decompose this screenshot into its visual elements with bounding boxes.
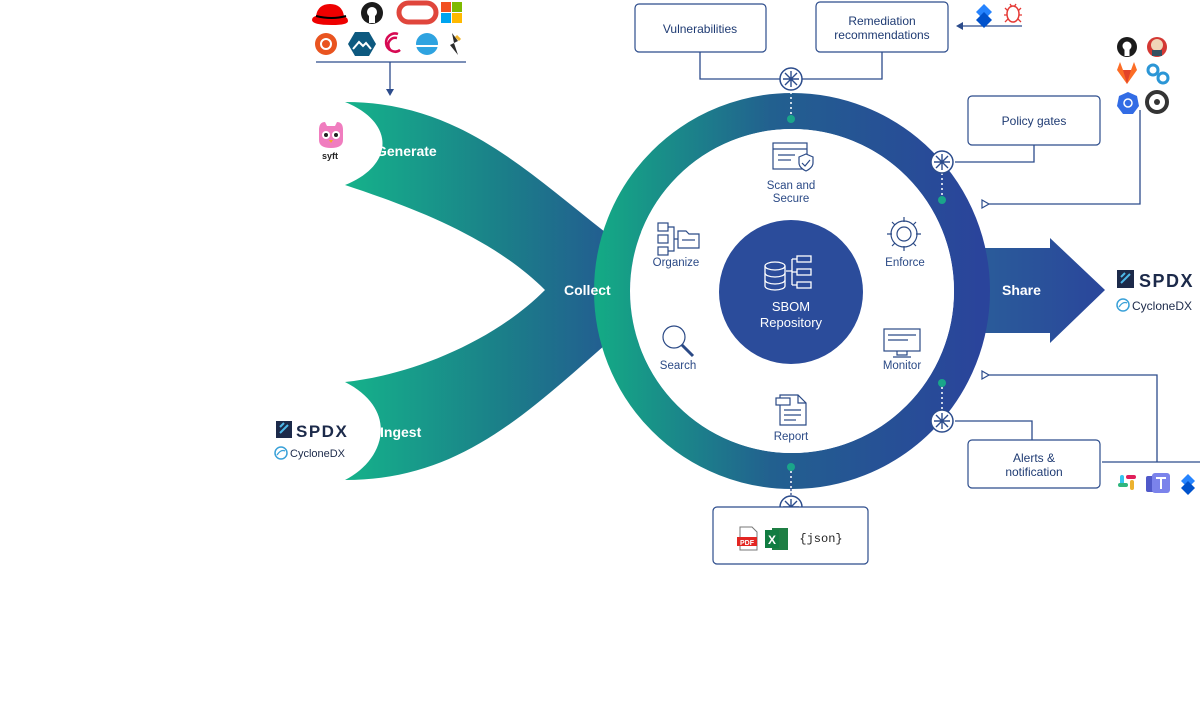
vulnerabilities-box: Vulnerabilities — [634, 3, 767, 53]
export-formats-box: PDF X {json} — [712, 506, 869, 565]
cyclonedx-logo-right: CycloneDX — [1116, 298, 1192, 313]
monitor-icon — [883, 328, 921, 358]
alerts-box: Alerts & notification — [967, 439, 1101, 489]
cyclonedx-logo-left: CycloneDX — [274, 446, 346, 460]
jira-icon — [976, 4, 992, 28]
gitlab-icon — [1117, 62, 1137, 84]
kubernetes-icon — [1117, 92, 1139, 114]
remediation-label-line1: Remediation — [848, 14, 915, 28]
spdx-text-left: SPDX — [296, 422, 348, 441]
share-label: Share — [1002, 282, 1041, 298]
redhat-icon — [312, 4, 348, 25]
cyclonedx-text-right: CycloneDX — [1132, 299, 1192, 313]
ring-node-top — [779, 67, 803, 123]
source-logos — [312, 0, 462, 56]
organize-label: Organize — [653, 257, 700, 269]
database-icon — [764, 255, 812, 291]
jira-icon — [1181, 474, 1195, 495]
remediation-label-line2: recommendations — [834, 28, 929, 42]
spdx-logo-right: SPDX — [1117, 270, 1194, 291]
github-icon — [361, 2, 383, 24]
slack-icon — [1118, 475, 1136, 490]
lifecycle-ring — [594, 93, 990, 489]
notify-tool-logos — [1118, 473, 1195, 495]
generate-label: Generate — [376, 143, 437, 159]
syft-logo: syft — [319, 122, 343, 161]
python-icon — [450, 33, 462, 55]
generate-ingest-flow — [345, 102, 650, 480]
report-document-icon — [775, 394, 807, 426]
microsoft-icon — [441, 2, 462, 23]
spdx-logo-left: SPDX — [276, 421, 348, 441]
share-arrow — [975, 238, 1105, 343]
json-text: {json} — [799, 532, 842, 546]
center-subtitle: Repository — [760, 315, 823, 330]
spdx-text-right: SPDX — [1139, 271, 1194, 291]
github-icon — [1117, 37, 1137, 57]
distroless-icon — [416, 33, 438, 55]
teams-icon — [1146, 473, 1170, 493]
alerts-label-line2: notification — [1005, 465, 1062, 479]
remediation-box: Remediation recommendations — [815, 1, 949, 53]
collect-label: Collect — [564, 282, 611, 298]
report-label: Report — [774, 431, 809, 443]
debian-icon — [384, 32, 401, 53]
alpine-icon — [348, 32, 376, 56]
syft-text: syft — [322, 151, 338, 161]
excel-text: X — [768, 533, 776, 547]
ingest-label: Ingest — [380, 424, 422, 440]
circle-o-icon — [1145, 90, 1169, 114]
ring-node-policy — [930, 150, 954, 204]
center-title: SBOM — [772, 299, 810, 314]
alerts-label-line1: Alerts & — [1013, 451, 1055, 465]
search-label: Search — [660, 360, 696, 372]
ubuntu-icon — [315, 33, 337, 55]
pdf-icon: PDF — [737, 526, 758, 551]
excel-icon: X — [765, 528, 788, 550]
circleci-icon — [1146, 63, 1170, 85]
bug-icon — [1004, 3, 1022, 23]
organize-icon — [657, 222, 700, 256]
pdf-text: PDF — [740, 540, 755, 547]
policy-gates-label: Policy gates — [1002, 114, 1067, 128]
cyclonedx-text-left: CycloneDX — [290, 448, 346, 460]
policy-gates-box: Policy gates — [967, 95, 1101, 146]
magnifier-icon — [662, 325, 695, 358]
ring-node-alerts — [930, 379, 954, 433]
scan-secure-icon — [772, 142, 814, 172]
vulnerabilities-label: Vulnerabilities — [663, 22, 737, 36]
sbom-repository-circle — [719, 220, 863, 364]
scan-label-line2: Secure — [773, 193, 809, 205]
oracle-icon — [396, 0, 439, 25]
jenkins-icon — [1147, 37, 1167, 57]
gear-icon — [887, 217, 921, 251]
monitor-label: Monitor — [883, 360, 922, 372]
ci-tool-logos — [1117, 37, 1170, 114]
enforce-label: Enforce — [885, 257, 925, 269]
scan-label-line1: Scan and — [767, 180, 816, 192]
